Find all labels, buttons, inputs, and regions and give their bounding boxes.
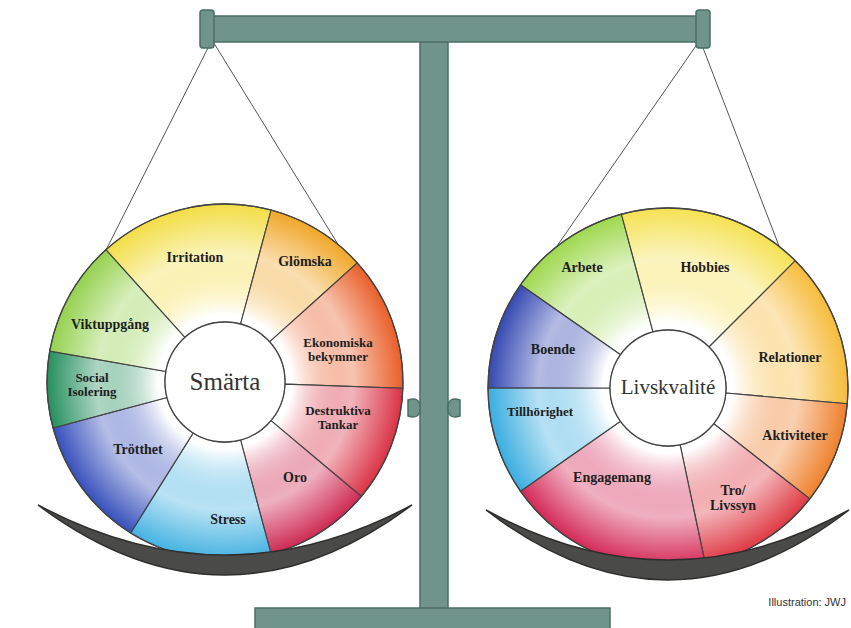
- wheel-segment: Tro/ Livssyn: [702, 483, 764, 514]
- segment-label: Ekonomiska bekymmer: [293, 336, 383, 365]
- segment-label: Viktuppgång: [71, 317, 149, 332]
- segment-label: Arbete: [561, 260, 602, 275]
- center-circle-outline: [610, 330, 726, 446]
- segment-label: Tro/ Livssyn: [702, 483, 764, 514]
- center-label: Livskvalité: [621, 376, 715, 399]
- wheel-sector: [709, 261, 848, 404]
- wheel-rim: [488, 208, 848, 568]
- center-circle: Livskvalité: [621, 376, 715, 399]
- wheel-sector: [270, 263, 403, 388]
- wheel-segment: Relationer: [759, 350, 822, 365]
- scale-pan: [38, 505, 412, 575]
- segment-label: Destruktiva Tankar: [293, 404, 383, 433]
- wheel-segment: Tillhörighet: [507, 405, 573, 419]
- segment-label: Boende: [531, 342, 575, 357]
- wheel-segment: Engagemang: [573, 470, 651, 485]
- wheel-segment: Ekonomiska bekymmer: [293, 336, 383, 365]
- wheel-segment: Stress: [210, 512, 246, 527]
- segment-label: Glömska: [278, 254, 332, 269]
- wheel-segment: Irritation: [167, 250, 224, 265]
- wheel-segment: Social Isolering: [56, 371, 128, 400]
- segment-label: Trötthet: [113, 442, 163, 457]
- wheels: [47, 204, 848, 568]
- segment-label: Relationer: [759, 350, 822, 365]
- scale-hook: [408, 399, 420, 417]
- scale-pans: [38, 505, 849, 580]
- center-circle: Smärta: [190, 368, 261, 396]
- wheel-segment: Hobbies: [680, 260, 729, 275]
- wheel-segment: Destruktiva Tankar: [293, 404, 383, 433]
- scale-base: [255, 608, 610, 628]
- scale-hook: [448, 399, 460, 417]
- wheel-rim: [47, 204, 403, 560]
- wheel-segment: Aktiviteter: [762, 428, 827, 443]
- wheel-segment: Arbete: [561, 260, 602, 275]
- segment-label: Engagemang: [573, 470, 651, 485]
- segment-label: Irritation: [167, 250, 224, 265]
- wheel-sector: [488, 285, 620, 388]
- segment-label: Tillhörighet: [507, 405, 573, 419]
- credit-label: Illustration: JWJ: [768, 596, 846, 608]
- center-label: Smärta: [190, 368, 261, 396]
- scale-pan: [486, 510, 849, 580]
- segment-label: Aktiviteter: [762, 428, 827, 443]
- segment-label: Stress: [210, 512, 246, 527]
- wheel-segment: Oro: [283, 470, 307, 485]
- beam-end: [200, 10, 214, 48]
- beam-end: [696, 10, 710, 48]
- scale-beam: [205, 16, 705, 42]
- center-circle-outline: [165, 322, 285, 442]
- segment-label: Oro: [283, 470, 307, 485]
- wheel-segment: Glömska: [278, 254, 332, 269]
- wheel-sector: [50, 250, 185, 372]
- wheel-segment: Viktuppgång: [71, 317, 149, 332]
- wheel-segment: Trötthet: [113, 442, 163, 457]
- segment-label: Social Isolering: [56, 371, 128, 400]
- segment-label: Hobbies: [680, 260, 729, 275]
- wheel-segment: Boende: [531, 342, 575, 357]
- scale-post: [420, 40, 448, 612]
